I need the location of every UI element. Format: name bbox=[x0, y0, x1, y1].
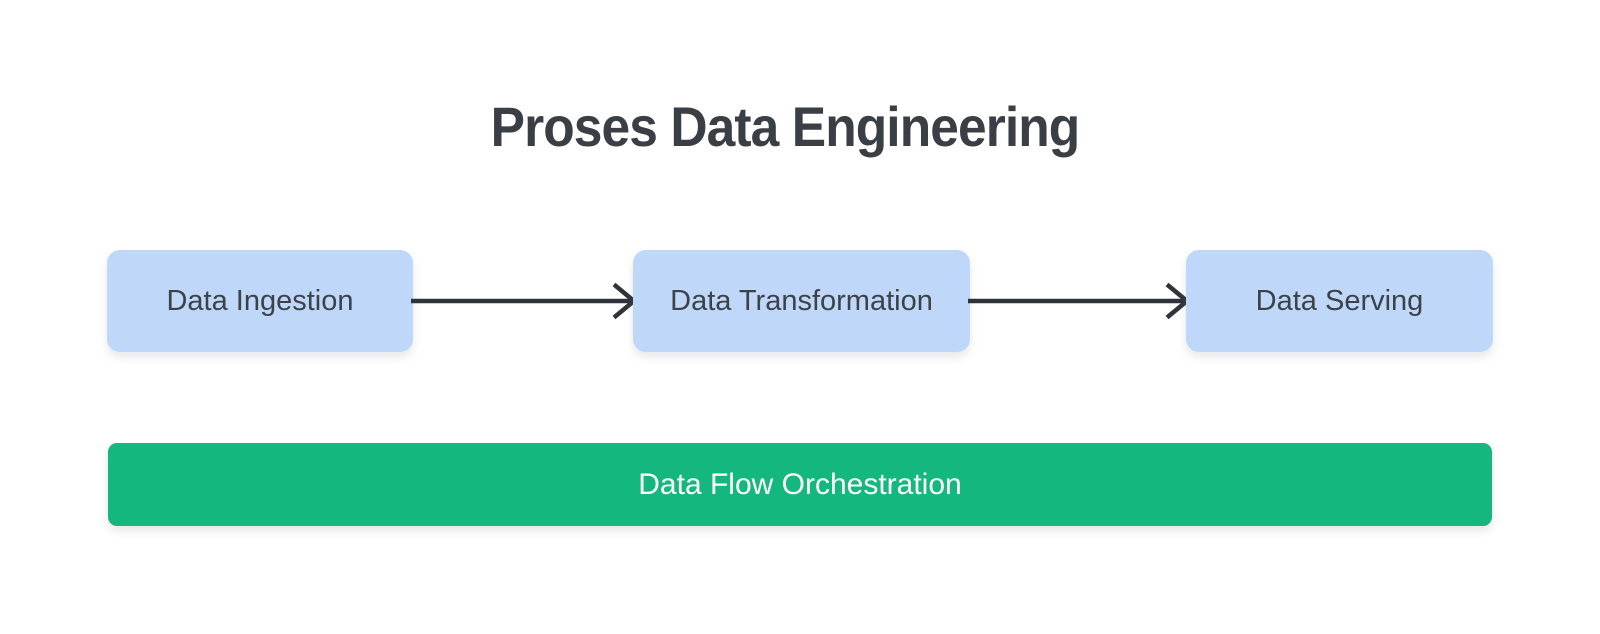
node-label: Data Ingestion bbox=[166, 284, 354, 317]
orchestration-bar-label: Data Flow Orchestration bbox=[638, 467, 962, 501]
node-data-ingestion: Data Ingestion bbox=[107, 250, 413, 352]
orchestration-bar: Data Flow Orchestration bbox=[108, 443, 1492, 526]
flow-connector-1 bbox=[411, 279, 637, 323]
right-arrow-icon bbox=[411, 282, 637, 320]
node-data-serving: Data Serving bbox=[1186, 250, 1493, 352]
node-data-transformation: Data Transformation bbox=[633, 250, 970, 352]
flow-connector-2 bbox=[968, 279, 1190, 323]
right-arrow-icon bbox=[968, 282, 1190, 320]
node-label: Data Transformation bbox=[670, 284, 933, 317]
diagram-title: Proses Data Engineering bbox=[490, 95, 1081, 158]
node-label: Data Serving bbox=[1255, 284, 1424, 317]
